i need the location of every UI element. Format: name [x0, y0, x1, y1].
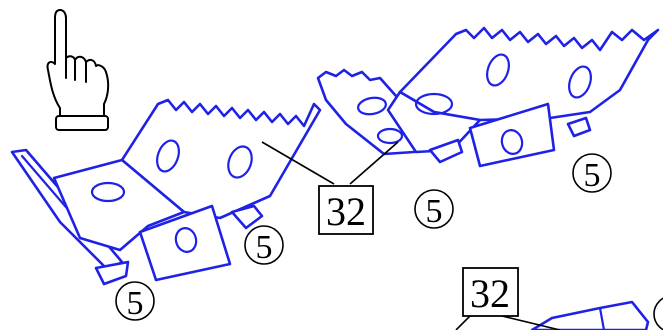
- svg-text:5: 5: [426, 193, 443, 230]
- left-front-panel: [138, 204, 232, 282]
- left-tab: [428, 138, 464, 164]
- svg-text:5: 5: [584, 157, 601, 194]
- svg-text:5: 5: [127, 285, 144, 322]
- partial-step-circle: [653, 297, 663, 330]
- partial-model-bottom-right: [530, 300, 650, 330]
- part-label-a: 32: [318, 185, 374, 235]
- leader-lines: [261, 141, 561, 330]
- hole: [227, 145, 253, 179]
- right-tab: [566, 116, 592, 138]
- left-base-panel: [52, 158, 186, 252]
- right-model-assembly: [316, 26, 660, 168]
- hole: [357, 96, 387, 116]
- hole: [414, 92, 454, 116]
- right-tab: [230, 204, 264, 230]
- svg-text:32: 32: [326, 189, 366, 234]
- right-back-panel: [398, 26, 660, 122]
- left-model-assembly: [10, 98, 322, 286]
- hole: [90, 181, 126, 203]
- svg-text:32: 32: [470, 271, 510, 316]
- step-number-a: 5: [414, 189, 454, 230]
- left-back-panel: [120, 98, 322, 220]
- hole: [174, 227, 198, 253]
- right-front-panel: [468, 102, 556, 168]
- part-label-b: 32: [462, 267, 519, 317]
- hole: [568, 65, 592, 99]
- left-tab: [94, 260, 130, 286]
- hole: [500, 129, 524, 155]
- step-number-d: 5: [115, 281, 155, 322]
- step-number-b: 5: [572, 153, 612, 194]
- pointing-hand-icon: [46, 9, 110, 131]
- hole: [376, 127, 404, 145]
- hole: [486, 53, 510, 87]
- hole: [156, 139, 180, 173]
- step-number-c: 5: [244, 225, 284, 266]
- svg-text:5: 5: [256, 229, 273, 266]
